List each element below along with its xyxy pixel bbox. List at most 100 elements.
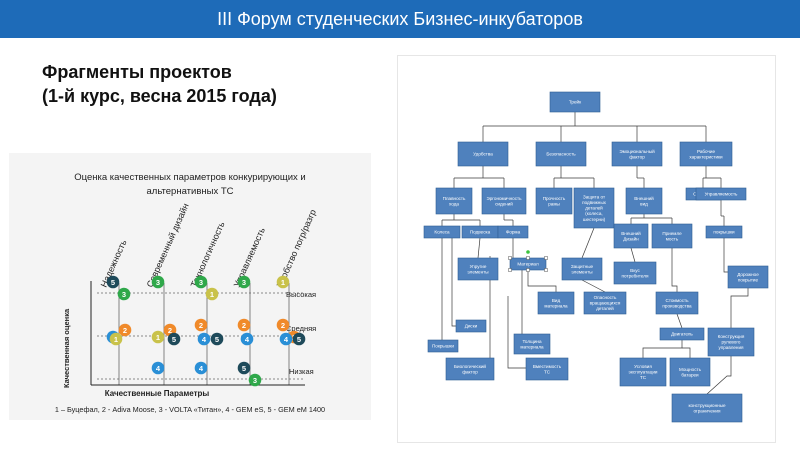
competitor-marker-label: 3 <box>156 278 160 287</box>
competitor-marker-label: 2 <box>123 326 127 335</box>
selection-handle[interactable] <box>508 268 512 272</box>
tree-node-box <box>549 91 601 113</box>
tree-node-pokr1: покрышки <box>705 225 743 239</box>
competitor-marker-label: 4 <box>156 364 161 373</box>
competitor-marker-label: 1 <box>114 335 118 344</box>
tree-node-box <box>619 357 667 387</box>
tree-node-box <box>481 187 527 215</box>
tree-connector <box>581 227 595 259</box>
tree-node-box <box>561 257 603 281</box>
tree-node-box <box>525 357 569 381</box>
tree-connector <box>671 248 678 292</box>
tree-node-box <box>457 257 499 281</box>
matrix-y-label: Качественная оценка <box>62 308 71 388</box>
tree-node-material: Материал <box>509 257 547 271</box>
tree-node-box <box>679 141 733 167</box>
competitor-marker-label: 1 <box>156 333 160 342</box>
tree-node-label: Управляемость <box>705 192 738 197</box>
matrix-markers: 53421312543124543245312245 <box>106 275 306 387</box>
rotate-handle[interactable] <box>526 250 530 254</box>
tree-node-box <box>497 225 529 239</box>
quality-matrix-panel: Оценка качественных параметров конкуриру… <box>9 153 371 420</box>
tree-node-label: Двигатель <box>671 332 693 337</box>
tree-node-podveska: Подвеска <box>461 225 499 239</box>
tree-node-box <box>455 319 487 333</box>
competitor-marker <box>118 323 132 337</box>
tree-node-label: Трейк <box>569 99 582 105</box>
competitor-marker-label: 2 <box>168 326 172 335</box>
tree-node-dvig: Двигатель <box>659 327 705 341</box>
tree-connector <box>507 296 526 369</box>
selection-handle[interactable] <box>526 268 530 272</box>
tree-node-box <box>611 141 663 167</box>
tree-node-box <box>423 225 461 239</box>
tree-node-diski: Диски <box>455 319 487 333</box>
selection-handle[interactable] <box>544 256 548 260</box>
competitor-marker-label: 4 <box>199 364 204 373</box>
competitor-marker-label: 2 <box>281 321 285 330</box>
competitor-marker-label: 3 <box>242 278 246 287</box>
competitor-marker-label: 2 <box>242 321 246 330</box>
competitor-marker <box>205 287 219 301</box>
competitor-marker <box>279 332 293 346</box>
competitor-marker-label: 4 <box>245 335 250 344</box>
tree-node-label: Материал <box>517 262 539 267</box>
level-label-mid: Средняя <box>286 324 316 333</box>
competitor-marker <box>117 287 131 301</box>
competitor-marker <box>194 318 208 332</box>
tree-node-box <box>445 357 495 381</box>
selection-handle[interactable] <box>508 256 512 260</box>
param-label: Современный дизайн <box>145 202 191 289</box>
competitor-marker <box>109 332 123 346</box>
tree-node-box <box>671 393 743 423</box>
competitor-marker <box>292 332 306 346</box>
tree-node-label: Форма <box>506 230 521 235</box>
competitor-marker <box>210 332 224 346</box>
tree-node-box <box>513 333 551 355</box>
tree-node-box <box>573 187 615 229</box>
banner-title: III Форум студенческих Бизнес-инкубаторо… <box>217 9 583 29</box>
competitor-marker <box>151 275 165 289</box>
matrix-title-line-1: Оценка качественных параметров конкуриру… <box>74 172 306 183</box>
tree-node-box <box>535 141 587 167</box>
selection-handle[interactable] <box>544 268 548 272</box>
tree-connector <box>730 288 749 328</box>
tree-node-label: Безопасность <box>546 152 576 157</box>
tree-node-box <box>705 225 743 239</box>
competitor-marker-label: 5 <box>215 335 219 344</box>
competitor-marker <box>151 330 165 344</box>
matrix-x-label: Качественные Параметры <box>105 389 210 398</box>
selection-handle[interactable] <box>526 256 530 260</box>
tree-connector <box>451 238 456 327</box>
competitor-marker <box>194 275 208 289</box>
competitor-marker <box>106 275 120 289</box>
header-banner: III Форум студенческих Бизнес-инкубаторо… <box>0 0 800 38</box>
tree-node-kolesa: Колеса <box>423 225 461 239</box>
subtitle-line-1: Фрагменты проектов <box>42 62 232 82</box>
competitor-marker <box>237 361 251 375</box>
tree-connector <box>723 238 728 273</box>
tree-connector <box>682 347 691 358</box>
tree-node-box <box>655 291 699 315</box>
competitor-marker <box>276 318 290 332</box>
